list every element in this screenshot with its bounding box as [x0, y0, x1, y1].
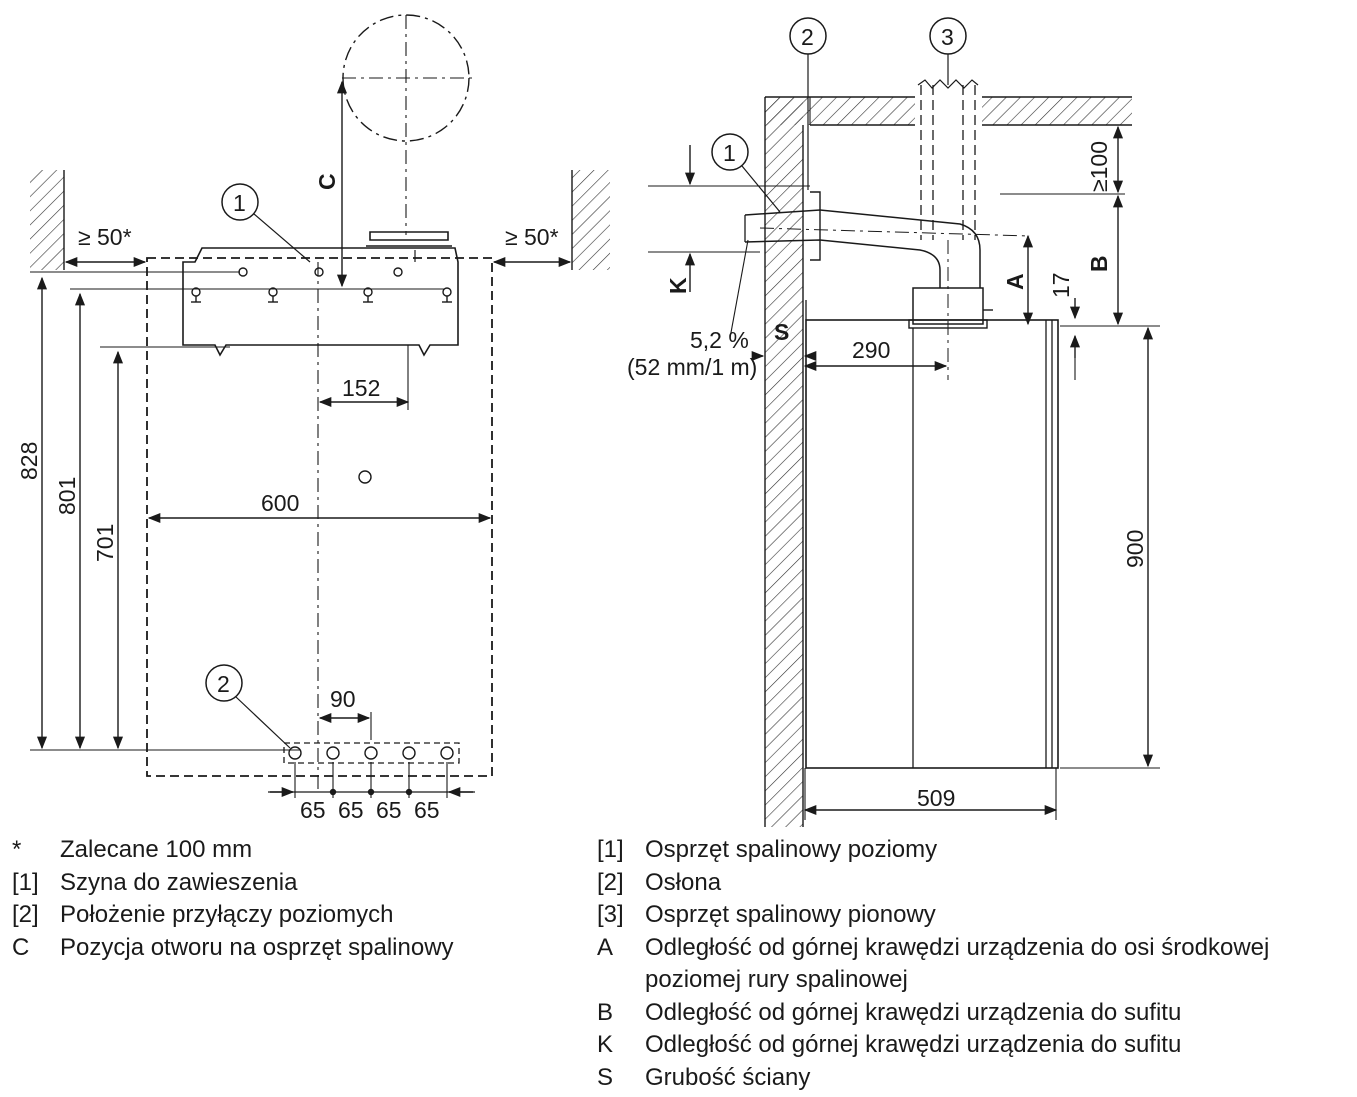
right-wall: [572, 170, 610, 270]
legend-row: B Odległość od górnej krawędzi urządzenia…: [597, 997, 1357, 1030]
side-callout-3-number: 3: [941, 24, 954, 50]
label-pitch-65: 65: [338, 797, 364, 823]
callout-1-circle: [221, 183, 259, 221]
left-wall: [30, 170, 64, 270]
side-callout-1-number: 1: [723, 140, 736, 166]
label-ceiling-gap: ≥100: [1086, 141, 1112, 192]
callout-1-number: 1: [233, 190, 246, 216]
label-17: 17: [1048, 272, 1074, 298]
legend-text: Szyna do zawieszenia: [60, 868, 298, 896]
label-c: C: [314, 173, 340, 190]
body-marker: [358, 470, 372, 484]
legend-key: [1]: [12, 868, 39, 896]
flue-connector: [366, 231, 452, 247]
label-gap-right: ≥ 50*: [505, 224, 559, 250]
side-view: [648, 17, 1160, 827]
label-152: 152: [342, 375, 380, 401]
legend-text: Grubość ściany: [645, 1063, 811, 1091]
connection-pipe: [326, 746, 340, 760]
callout-2-number: 2: [217, 671, 230, 697]
legend-key: [2]: [12, 901, 39, 928]
label-900: 900: [1122, 530, 1148, 568]
legend-row: * Zalecane 100 mm: [12, 834, 454, 867]
label-width-600: 600: [261, 490, 299, 516]
wall: [765, 97, 803, 827]
side-callout-2-number: 2: [801, 24, 814, 50]
legend-row: [1] Szyna do zawieszenia: [12, 867, 454, 900]
connection-pipe: [440, 746, 454, 760]
label-90: 90: [330, 686, 356, 712]
rail-hole: [238, 267, 248, 277]
label-701: 701: [92, 524, 118, 562]
label-slope: 5,2 %: [690, 327, 749, 353]
installation-diagram: ≥ 50* ≥ 50* 600 152 90 65 65 65 65 828 8…: [16, 14, 1160, 827]
label-pitch-65: 65: [300, 797, 326, 823]
label-s: S: [774, 319, 789, 345]
legend-row: [2] Osłona: [597, 867, 1357, 900]
legend-key: *: [12, 836, 22, 863]
legend-row: K Odległość od górnej krawędzi urządzenia…: [597, 1029, 1357, 1062]
legend-text: Osprzęt spalinowy pionowy: [645, 901, 936, 928]
connection-pipe: [288, 746, 302, 760]
label-a: A: [1002, 273, 1028, 290]
legend-key: [2]: [597, 868, 624, 896]
mounting-rail: [182, 247, 459, 357]
legend-text: Położenie przyłączy poziomych: [60, 901, 394, 928]
label-gap-left: ≥ 50*: [78, 224, 132, 250]
cover: [810, 191, 821, 261]
label-slope-note: (52 mm/1 m): [627, 354, 757, 380]
vertical-flue: [920, 85, 976, 240]
legend-row: [2] Położenie przyłączy poziomych: [12, 899, 454, 932]
front-view: [30, 14, 610, 798]
legend-key: C: [12, 933, 30, 961]
label-509: 509: [917, 785, 955, 811]
label-k: K: [665, 277, 691, 294]
horizontal-flue: [744, 209, 981, 288]
legend-right: [1] Osprzęt spalinowy poziomy [2] Osłona […: [597, 834, 1357, 1094]
ceiling-right: [982, 97, 1132, 125]
legend-left: * Zalecane 100 mm [1] Szyna do zawieszenia…: [12, 834, 454, 964]
legend-key: K: [597, 1031, 614, 1058]
label-828: 828: [16, 442, 42, 480]
label-801: 801: [54, 477, 80, 515]
callout-2-circle: [205, 664, 243, 702]
legend-row: [1] Osprzęt spalinowy poziomy: [597, 834, 1357, 867]
label-290: 290: [852, 337, 890, 363]
legend-key: S: [597, 1063, 614, 1091]
label-pitch-65: 65: [414, 797, 440, 823]
appliance-side: [805, 319, 1059, 769]
legend-key: [1]: [597, 836, 624, 863]
appliance-outline: [146, 257, 493, 777]
legend-text: Odległość od górnej krawędzi urządzenia …: [645, 933, 1270, 994]
rail-hole: [393, 267, 403, 277]
legend-key: A: [597, 933, 614, 961]
legend-row: [3] Osprzęt spalinowy pionowy: [597, 899, 1357, 932]
legend-row: S Grubość ściany: [597, 1062, 1357, 1095]
legend-text: Pozycja otworu na osprzęt spalinowy: [60, 933, 454, 961]
legend-key: B: [597, 998, 614, 1026]
connection-pipe: [402, 746, 416, 760]
legend-text: Osłona: [645, 868, 722, 896]
legend-row: A Odległość od górnej krawędzi urządzenia…: [597, 932, 1357, 997]
connection-strip: [283, 742, 460, 764]
side-callout-1-circle: [711, 133, 749, 171]
legend-key: [3]: [597, 901, 624, 928]
legend-text: Odległość od górnej krawędzi urządzenia …: [645, 998, 1182, 1026]
label-pitch-65: 65: [376, 797, 402, 823]
label-b: B: [1086, 255, 1112, 272]
legend-text: Odległość od górnej krawędzi urządzenia …: [645, 1031, 1182, 1058]
legend-text: Zalecane 100 mm: [60, 836, 253, 863]
rail-hole: [314, 267, 324, 277]
legend-text: Osprzęt spalinowy poziomy: [645, 836, 938, 863]
legend-row: C Pozycja otworu na osprzęt spalinowy: [12, 932, 454, 965]
connection-pipe: [364, 746, 378, 760]
